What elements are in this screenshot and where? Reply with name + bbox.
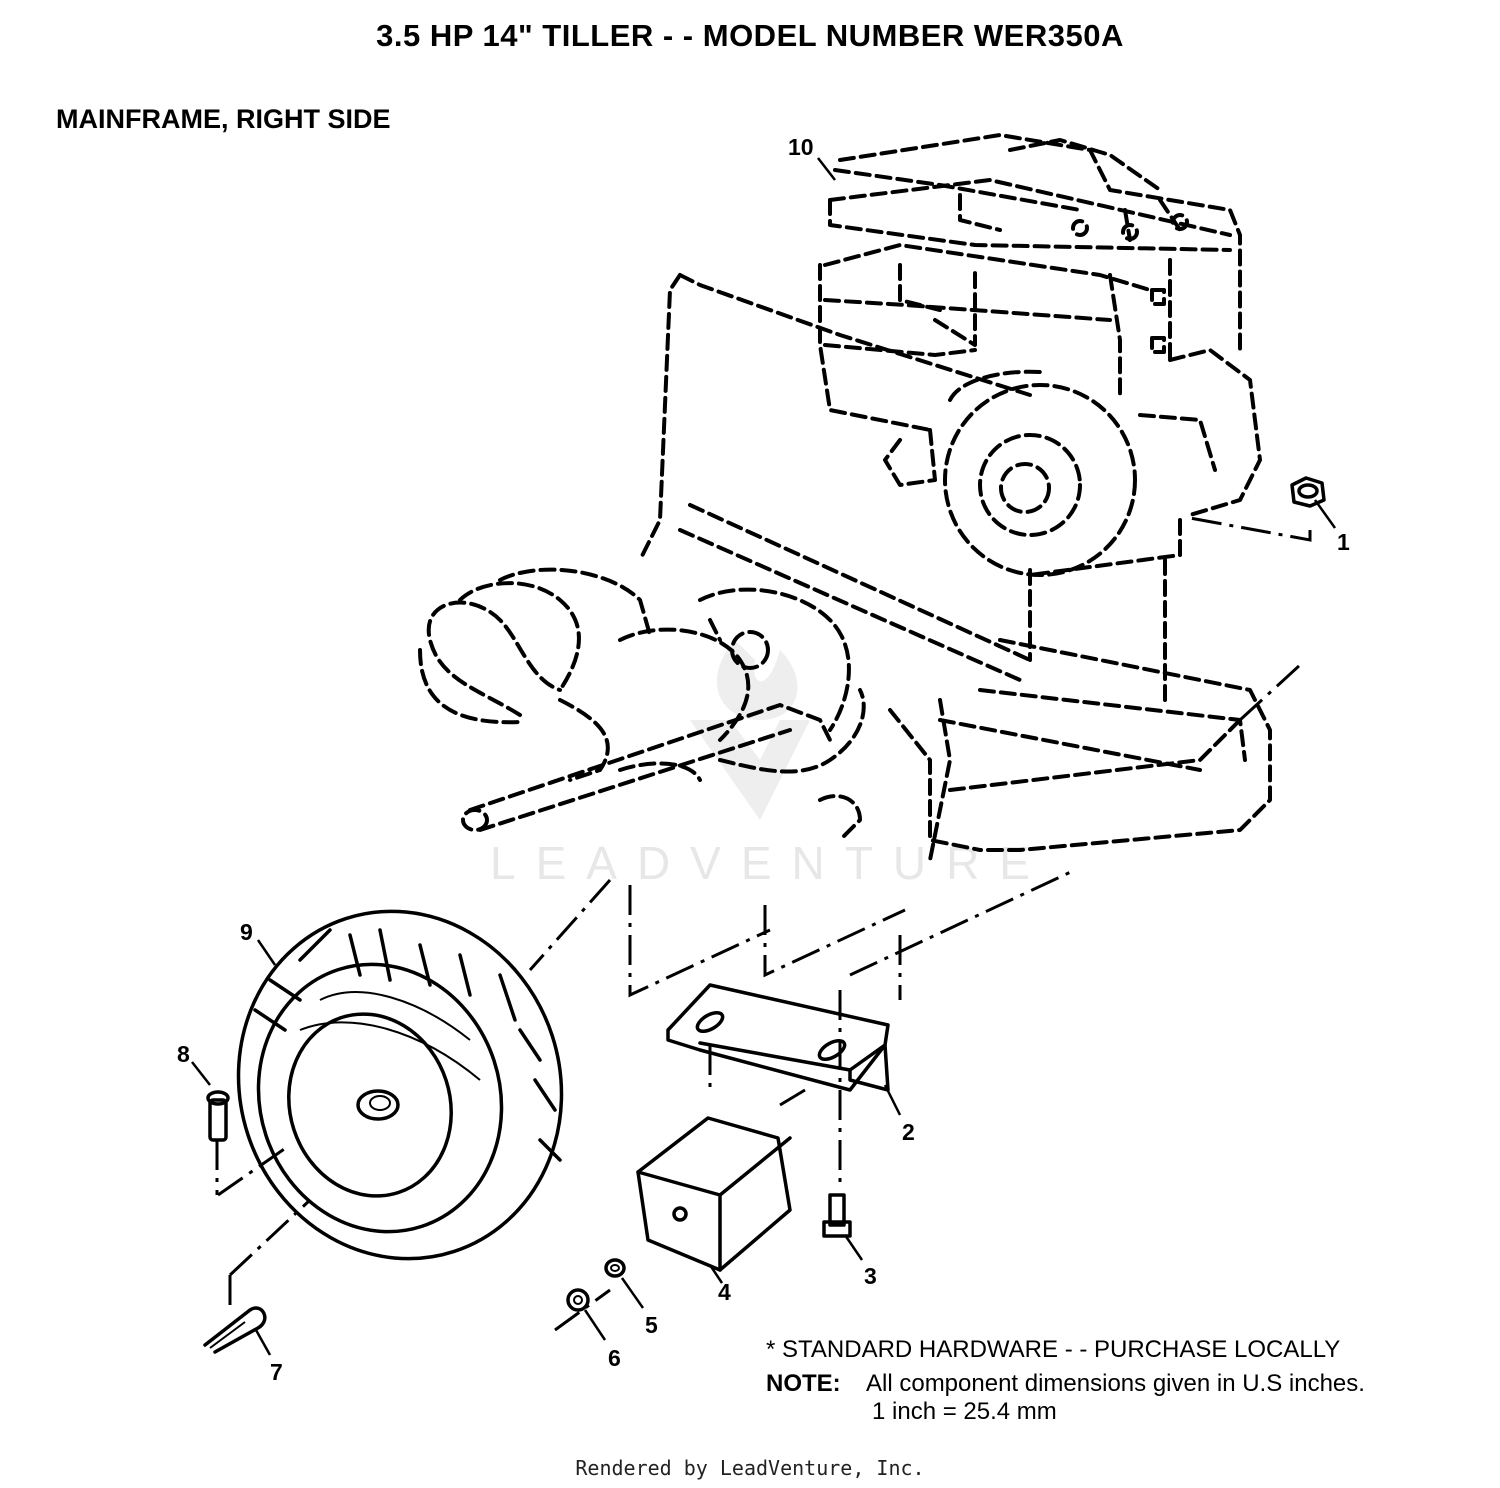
notes-block: * STANDARD HARDWARE - - PURCHASE LOCALLY… <box>766 1336 1365 1426</box>
callout-8: 8 <box>177 1041 190 1067</box>
mainframe-assembly <box>418 273 1272 862</box>
part-4-block <box>636 1116 792 1272</box>
part-3-bolt <box>822 1193 852 1238</box>
callout-1: 1 <box>1337 529 1350 555</box>
leader-lines <box>191 157 1337 1356</box>
part-6-nut <box>566 1288 590 1312</box>
dimension-note: NOTE: All component dimensions given in … <box>766 1370 1365 1426</box>
part-5-washer <box>604 1258 626 1278</box>
callout-5: 5 <box>645 1312 658 1338</box>
callout-9: 9 <box>240 919 253 945</box>
callout-4: 4 <box>718 1279 731 1305</box>
view-subtitle: MAINFRAME, RIGHT SIDE <box>56 104 391 134</box>
note-label: NOTE: <box>766 1370 841 1397</box>
part-8-clevis-pin <box>206 1090 230 1142</box>
footer-credit: Rendered by LeadVenture, Inc. <box>575 1456 925 1480</box>
standard-hardware-note: * STANDARD HARDWARE - - PURCHASE LOCALLY <box>766 1336 1341 1363</box>
callout-3: 3 <box>864 1263 877 1289</box>
part-2-bracket <box>666 983 890 1092</box>
part-1-nut <box>1290 476 1326 508</box>
callout-2: 2 <box>902 1119 915 1145</box>
watermark-text: LEADVENTURE <box>490 837 1050 889</box>
page-title: 3.5 HP 14" TILLER - - MODEL NUMBER WER35… <box>376 18 1124 53</box>
note-line-2: 1 inch = 25.4 mm <box>872 1398 1057 1425</box>
assembly-lines <box>215 516 1312 1332</box>
part-9-wheel <box>236 909 564 1261</box>
part-7-hairpin <box>203 1306 267 1354</box>
callout-6: 6 <box>608 1345 621 1371</box>
callout-7: 7 <box>270 1359 283 1385</box>
note-lines: All component dimensions given in U.S in… <box>866 1370 1365 1426</box>
engine-assembly <box>818 133 1262 577</box>
callout-10: 10 <box>788 134 814 160</box>
note-line-1: All component dimensions given in U.S in… <box>866 1370 1365 1397</box>
